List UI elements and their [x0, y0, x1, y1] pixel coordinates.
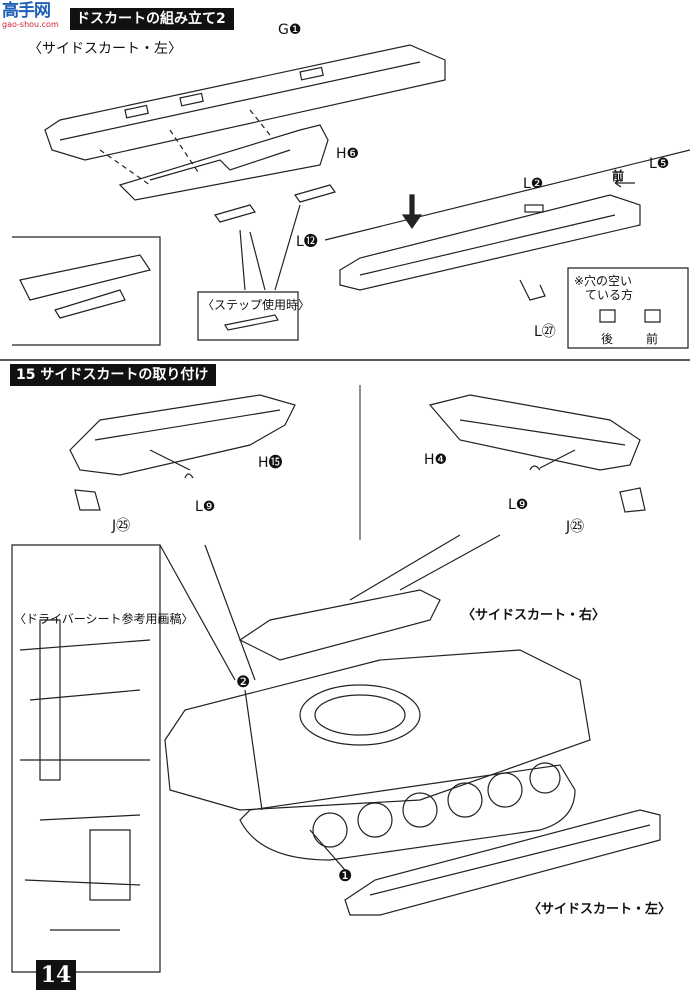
step-15-right-l9: L❾: [508, 497, 529, 513]
side-skirt-h4-drawing: [428, 394, 641, 471]
logo-url: gao-shou.com: [2, 20, 59, 29]
step-15-right-j25: J㉕: [566, 519, 585, 535]
hole-note-box: [567, 267, 689, 349]
step-14-subtitle: 〈サイドスカート・左〉: [28, 41, 182, 57]
part-label-g1: G❶: [278, 22, 302, 38]
front-direction-label: 前: [612, 169, 625, 183]
step-14-title: ドスカートの組み立て2: [70, 8, 234, 30]
floating-skirt-drawing: [238, 589, 441, 661]
part-label-l2: L❷: [523, 176, 544, 192]
side-skirt-g1-drawing: [44, 44, 446, 161]
driver-seat-ref-box: [11, 544, 161, 973]
logo: 高手网 gao-shou.com: [2, 2, 68, 32]
page-number: 14: [36, 960, 76, 990]
logo-mark: 高手网: [2, 1, 51, 21]
step-callout-box: [197, 291, 299, 341]
step-15-left-h15: H⓯: [258, 455, 283, 471]
side-skirt-right-label: 〈サイドスカート・右〉: [462, 608, 606, 623]
step-15-right-h4: H❹: [424, 452, 448, 468]
step-15-left-j25: J㉕: [112, 518, 131, 534]
marker-1: ❶: [338, 866, 353, 885]
step-15-left-l9: L❾: [195, 499, 216, 515]
hole-note-line-2: ている方: [585, 288, 634, 302]
driver-seat-ref-caption: 〈ドライバーシート参考用画稿〉: [14, 612, 194, 626]
part-label-l12: L⓬: [296, 234, 318, 250]
side-skirt-left-label: 〈サイドスカート・左〉: [528, 902, 672, 917]
side-skirt-right-drawing: [339, 194, 641, 291]
side-skirt-h6-drawing: [118, 124, 329, 201]
marker-2: ❷: [236, 672, 251, 691]
side-skirt-h15-drawing: [69, 394, 296, 476]
part-label-l27: L㉗: [534, 324, 556, 340]
tank-hull-drawing: [164, 649, 591, 811]
step-15-title: 15 サイドスカートの取り付け: [10, 364, 217, 386]
side-skirt-lower-drawing: [344, 809, 661, 916]
hole-note-front: 前: [646, 332, 659, 346]
hole-note-rear: 後: [601, 332, 614, 346]
hole-note-line-1: ※穴の空い: [574, 274, 633, 288]
part-label-h6: H❻: [336, 146, 360, 162]
step-callout-label: 〈ステップ使用時〉: [202, 298, 311, 312]
part-label-l5: L❺: [649, 156, 670, 172]
